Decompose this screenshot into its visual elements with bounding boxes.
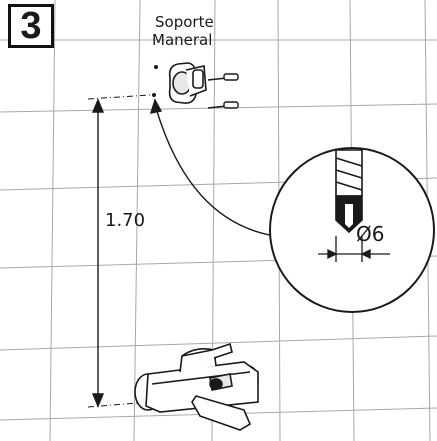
shower-holder-icon xyxy=(168,62,207,104)
lower-hole xyxy=(152,93,156,97)
drill-size-label: Ø6 xyxy=(356,222,385,246)
upper-hole xyxy=(154,65,158,69)
drill-width-dimension xyxy=(318,236,390,262)
mixer-faucet-icon xyxy=(134,342,259,431)
part-label-line2: Maneral xyxy=(152,31,213,49)
step-number-badge: 3 xyxy=(8,4,54,48)
height-dimension-arrow xyxy=(91,98,105,408)
height-reference-lines xyxy=(87,94,151,408)
drill-bit-icon xyxy=(335,149,363,234)
height-dimension-label: 1.70 xyxy=(105,210,146,231)
drill-detail-callout xyxy=(269,147,435,313)
mounting-holes xyxy=(152,65,158,97)
screws-icon xyxy=(207,73,239,109)
part-label-line1: Soporte xyxy=(155,13,214,31)
detail-pointer-arrow xyxy=(149,98,276,237)
